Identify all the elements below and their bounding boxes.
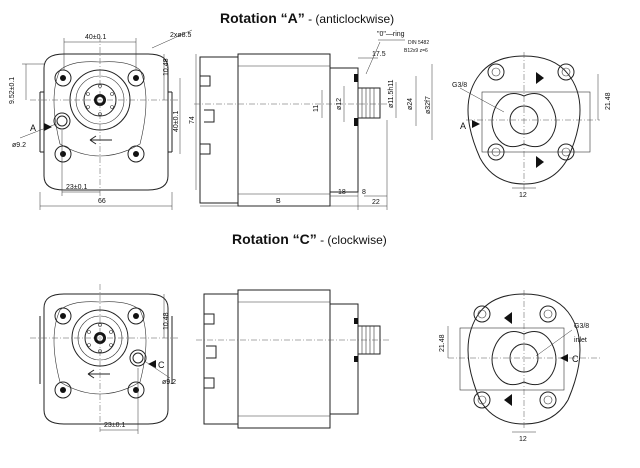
dim-23-c: 23±0.1: [104, 422, 125, 429]
dim-92-c: ø9.2: [162, 379, 176, 386]
spline-label: B12x9 z=6: [404, 48, 428, 54]
heading-rotation-c: Rotation “C” - (clockwise): [232, 231, 387, 247]
heading-a-title: Rotation “A”: [220, 10, 305, 26]
dim-175-a: 17.5: [372, 51, 386, 58]
dim-23-a: 23±0.1: [66, 184, 87, 191]
din-label: DIN 5482: [408, 40, 429, 46]
dim-12-a: ø12: [336, 98, 343, 110]
dim-2148-c: 21.48: [439, 334, 446, 352]
dim-92-a: ø9.2: [12, 142, 26, 149]
dim-74-a: 74: [189, 116, 196, 124]
port-c-label: C: [158, 360, 165, 370]
dim-18-a: 18: [338, 189, 346, 196]
dim-12r-a: 12: [519, 192, 527, 199]
side-view-c: [196, 289, 390, 429]
dim-1048-a: 10.48: [163, 58, 170, 76]
dim-40-a: 40±0.1: [85, 34, 106, 41]
g38-c: G3/8: [574, 323, 589, 330]
oring-label: "0"—ring: [377, 31, 405, 38]
dim-8-a: 8: [362, 189, 366, 196]
side-view-a: [194, 39, 433, 210]
dim-40v-a: 40±0.1: [173, 111, 180, 132]
dim-115-a: ø11.5h11: [388, 79, 395, 108]
dim-2148-a: 21.48: [605, 92, 612, 110]
dim-24-a: ø24: [407, 98, 414, 110]
port-a-label: A: [30, 123, 36, 133]
heading-rotation-a: Rotation “A” - (anticlockwise): [220, 10, 394, 26]
heading-a-subtitle: - (anticlockwise): [304, 12, 395, 26]
dim-1048-c: 10.48: [163, 312, 170, 330]
heading-c-subtitle: - (clockwise): [316, 233, 387, 247]
dim-b-a: B: [276, 198, 281, 205]
port-c-right-label: C: [572, 354, 579, 364]
rear-view-c: [447, 290, 600, 433]
dim-32-a: ø32f7: [425, 96, 432, 114]
dim-12-c: 12: [519, 436, 527, 443]
front-view-a: [19, 29, 197, 210]
front-view-c: [30, 284, 178, 434]
dim-66-a: 66: [98, 198, 106, 205]
dim-952-a: 9.52±0.1: [9, 77, 16, 104]
g38-a: G3/8: [452, 82, 467, 89]
dim-22-a: 22: [372, 199, 380, 206]
rear-view-a: [459, 52, 600, 190]
dim-11-a: 11: [313, 105, 320, 112]
heading-c-title: Rotation “C”: [232, 231, 317, 247]
dim-holes-a: 2xø8.5: [170, 32, 192, 39]
port-a-right-label: A: [460, 121, 466, 131]
inlet-label: inlet: [574, 337, 587, 344]
